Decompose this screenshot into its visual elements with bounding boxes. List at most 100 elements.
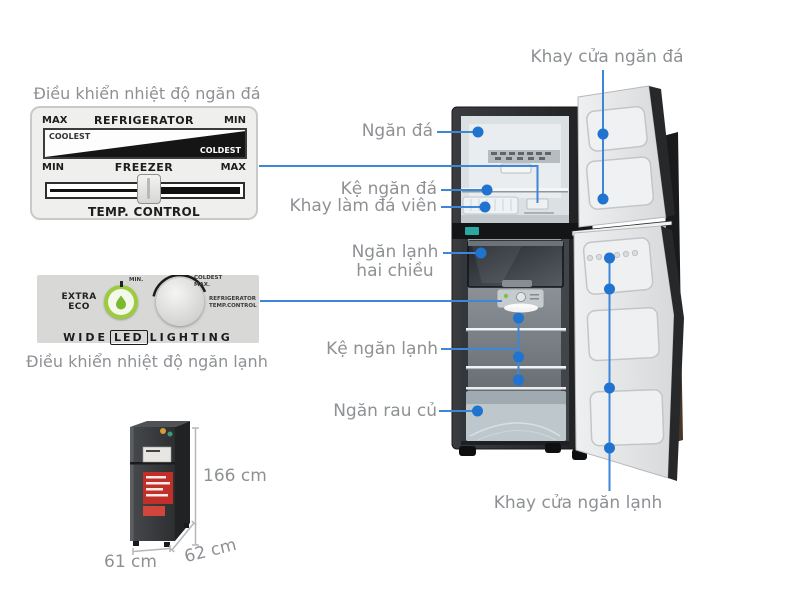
callout-freezer-door-tray: Khay cửa ngăn đá bbox=[530, 47, 684, 67]
leader-fridge-shelf bbox=[441, 318, 520, 380]
wide-label: WIDE bbox=[63, 331, 109, 344]
thumb-side bbox=[175, 421, 190, 541]
callout-dot bbox=[513, 374, 524, 386]
fridge-temp-dial bbox=[156, 278, 204, 326]
callout-dot bbox=[513, 312, 524, 324]
callout-dot bbox=[604, 283, 615, 295]
temp-wedge-indicator: COOLEST COLDEST bbox=[43, 128, 247, 159]
callout-fridge-door-tray: Khay cửa ngăn lạnh bbox=[493, 493, 663, 513]
temp-control-label: TEMP. CONTROL bbox=[88, 205, 200, 219]
leader-temp-control bbox=[259, 165, 539, 203]
dimension-lines bbox=[132, 427, 199, 555]
dial-min-label: MIN. bbox=[129, 277, 144, 283]
callout-freezer-compartment: Ngăn đá bbox=[361, 121, 433, 141]
height-dimension: 166 cm bbox=[203, 466, 267, 486]
extra-eco-button bbox=[104, 281, 138, 319]
freezer-shelf-shadow bbox=[462, 191, 568, 193]
thumb-sticker-text bbox=[146, 476, 170, 497]
dial-caption: REFRIGERATOR TEMP.CONTROL bbox=[209, 296, 257, 309]
callout-vegetable-drawer: Ngăn rau củ bbox=[333, 401, 437, 421]
callout-two-way-compartment: Ngăn lạnh hai chiều bbox=[340, 243, 450, 281]
fridge-left-wall bbox=[461, 239, 468, 444]
freezer-vents bbox=[491, 152, 551, 160]
freezer-vent-band bbox=[488, 150, 560, 163]
fridge-door-bins bbox=[582, 237, 665, 447]
refrigerator-max-label: MAX bbox=[42, 115, 68, 126]
led-label: LED bbox=[110, 330, 148, 345]
freezer-door-edge bbox=[649, 86, 675, 217]
fridge-bottom-edge bbox=[461, 441, 569, 445]
callout-dot bbox=[475, 247, 487, 259]
product-thumbnail bbox=[130, 421, 199, 555]
callout-dots bbox=[472, 126, 615, 454]
led-lighting-panel: EXTRA ECO MIN. COLDEST MAX. REFRIGERATOR… bbox=[37, 275, 259, 345]
callout-dot bbox=[604, 252, 615, 264]
freezer-control-title: Điều khiển nhiệt độ ngăn đá bbox=[33, 84, 261, 103]
fridge-right-wall bbox=[561, 239, 569, 444]
lighting-label: LIGHTING bbox=[149, 331, 233, 344]
thumb-top bbox=[130, 421, 190, 427]
callout-dot bbox=[604, 442, 615, 454]
fridge-shelves bbox=[466, 328, 566, 390]
thumb-logo2 bbox=[167, 431, 173, 437]
freezer-floor-mark bbox=[524, 212, 554, 214]
extra-eco-label: EXTRA ECO bbox=[53, 292, 105, 312]
fridge-illustration bbox=[451, 85, 684, 481]
callout-dot bbox=[513, 351, 524, 363]
drawer-lip bbox=[468, 241, 563, 246]
eco-label: ECO bbox=[68, 302, 90, 312]
two-way-line2: hai chiều bbox=[356, 261, 434, 281]
callout-dot bbox=[472, 405, 483, 417]
width-line bbox=[132, 547, 171, 553]
temp-slider-handle bbox=[137, 174, 161, 204]
fridge-door-edge bbox=[661, 226, 684, 481]
hinge-tag bbox=[465, 227, 479, 235]
callout-dot bbox=[597, 193, 609, 205]
callout-freezer-shelf: Kệ ngăn đá bbox=[340, 179, 437, 199]
coolest-label: COOLEST bbox=[49, 132, 91, 141]
refrigerator-min-label: MIN bbox=[223, 115, 246, 126]
callout-fridge-shelf: Kệ ngăn lạnh bbox=[326, 339, 438, 359]
refrigerator-label: REFRIGERATOR bbox=[93, 114, 195, 127]
callout-dot bbox=[481, 184, 493, 196]
callout-dot bbox=[472, 126, 484, 138]
eco-drop-icon bbox=[108, 289, 134, 315]
two-way-line1: Ngăn lạnh bbox=[351, 242, 439, 262]
dial-caption-line2: TEMP.CONTROL bbox=[209, 302, 257, 309]
thumb-label-line bbox=[146, 450, 160, 452]
callout-leaders bbox=[259, 70, 611, 491]
extra-label: EXTRA bbox=[61, 292, 97, 302]
slider-fill bbox=[149, 187, 240, 194]
freezer-min-label: MIN bbox=[42, 162, 65, 173]
width-dimension: 61 cm bbox=[104, 552, 157, 572]
ice-cube-tray bbox=[462, 196, 519, 215]
dial-coldest-label: COLDEST MAX. bbox=[194, 275, 222, 288]
thumb-feet bbox=[133, 523, 189, 547]
thumb-door-split bbox=[130, 462, 175, 465]
slider-groove bbox=[50, 189, 145, 192]
panel-led-indicator bbox=[503, 293, 509, 299]
freezer-label: FREEZER bbox=[114, 161, 174, 174]
callout-ice-cube-tray: Khay làm đá viên bbox=[289, 196, 437, 216]
thumb-logo1 bbox=[160, 428, 166, 434]
thumb-red-sticker2 bbox=[143, 506, 165, 516]
callout-dot bbox=[604, 382, 615, 394]
compartment-divider bbox=[452, 223, 592, 239]
dial-arc bbox=[152, 275, 207, 297]
dial-caption-line1: REFRIGERATOR bbox=[209, 296, 257, 302]
fridge-control-title: Điều khiển nhiệt độ ngăn lạnh bbox=[26, 352, 268, 371]
led-light-glow bbox=[504, 303, 538, 313]
panel-mark1 bbox=[530, 294, 539, 296]
coldest-label: COLDEST bbox=[199, 146, 241, 155]
drawer-curve2 bbox=[477, 430, 557, 441]
freezer-shelf bbox=[462, 188, 568, 191]
thumb-handle-strip bbox=[130, 427, 134, 541]
freezer-floor bbox=[461, 215, 569, 223]
dial-coldest-line: COLDEST bbox=[194, 275, 223, 281]
dial-max-line: MAX. bbox=[194, 281, 211, 288]
callout-dot bbox=[597, 128, 609, 140]
freezer-max-label: MAX bbox=[220, 162, 246, 173]
